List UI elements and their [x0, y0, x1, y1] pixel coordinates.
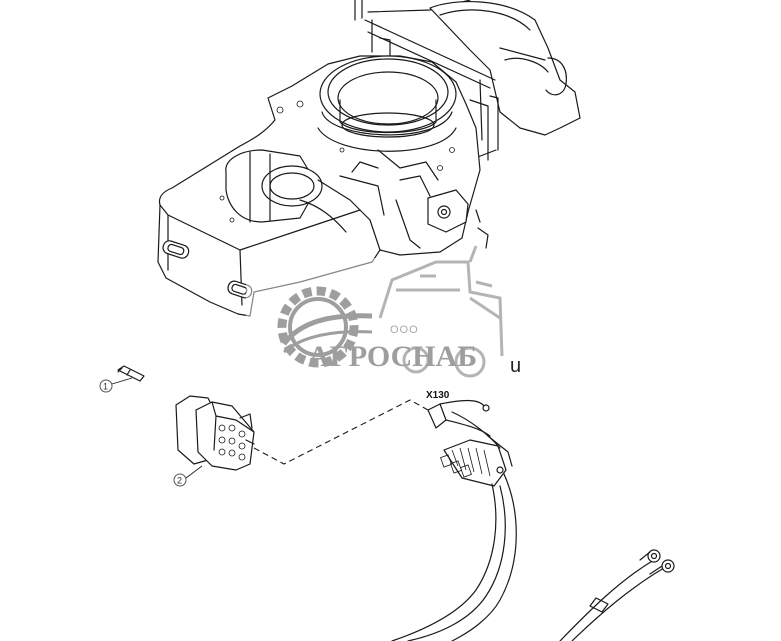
callout-2-number: 2: [177, 476, 182, 486]
harvester-icon: [378, 245, 504, 378]
gear-icon: [277, 286, 373, 368]
wiring-harness: [391, 399, 675, 641]
callout-leader-1: [111, 377, 133, 385]
connector-label-x130: X130: [426, 390, 450, 401]
watermark-company-small: ООО: [390, 324, 419, 336]
watermark-company-name: АГРОСНАБ: [308, 340, 477, 373]
assembly-dashed-line: [253, 399, 429, 465]
callout-leader-2: [185, 465, 203, 479]
terminal-pin: [117, 365, 145, 382]
callout-1-circle: [99, 379, 113, 393]
machine-assembly: [157, 0, 581, 317]
connector-housing: [175, 395, 255, 471]
watermark-logo: ООО АГРОСНАБ: [246, 245, 536, 384]
callout-1-number: 1: [103, 382, 108, 392]
callout-2-circle: [173, 473, 187, 487]
stray-character: u: [510, 355, 521, 377]
